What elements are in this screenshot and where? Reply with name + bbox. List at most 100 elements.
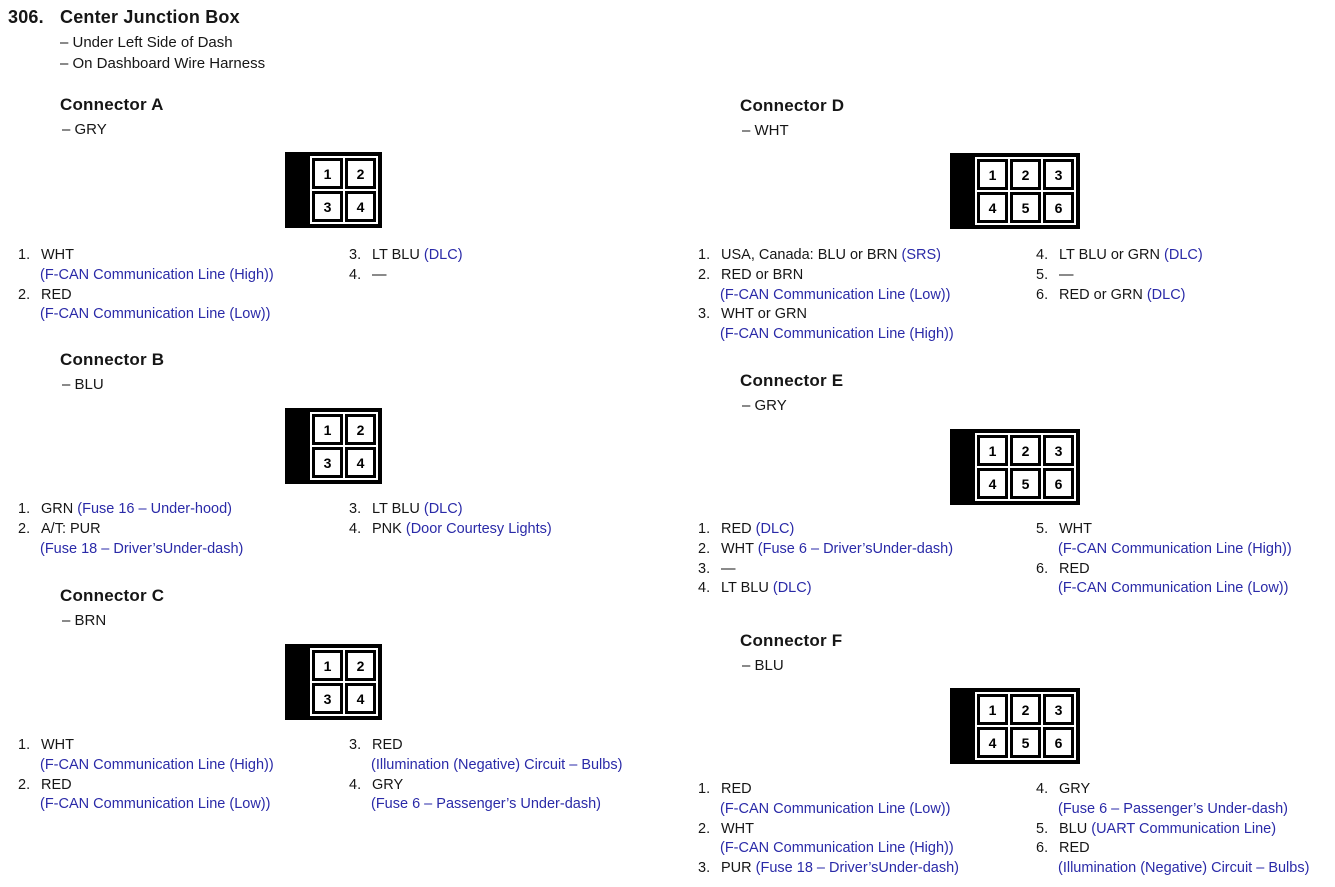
pin-item-c1: 1. WHT (F-CAN Communication Line (High)) <box>18 736 340 776</box>
pin-cell-3: 3 <box>1043 694 1074 725</box>
pin-list-a-right: 3.LT BLU (DLC)4. — <box>349 246 654 286</box>
pin-number: 3. <box>349 501 362 517</box>
pin-number: 4. <box>349 266 362 283</box>
connector-e-color-label: – GRY <box>742 397 787 414</box>
pin-function-note: (Fuse 6 – Passenger’s Under-dash) <box>371 796 601 813</box>
pin-wire-color: RED <box>1059 840 1090 857</box>
pin-item-e3: 3.— <box>698 560 1030 580</box>
pin-cell-4: 4 <box>345 191 376 222</box>
pin-function-note: (F-CAN Communication Line (Low)) <box>1058 580 1289 597</box>
connector-keyway-icon <box>954 433 975 501</box>
pin-number: 4. <box>1036 781 1049 797</box>
pin-wire-color: LT BLU or GRN <box>1059 247 1160 263</box>
pin-cell-3: 3 <box>1043 435 1074 466</box>
pin-wire-color: RED <box>372 737 403 753</box>
pin-item-d1: 1.USA, Canada: BLU or BRN (SRS) <box>698 246 1030 266</box>
pin-function-note: (Illumination (Negative) Circuit – Bulbs… <box>1058 860 1310 877</box>
pin-function-note: (Fuse 18 – Driver’sUnder-dash) <box>755 860 960 877</box>
pin-item-f4: 4. GRY (Fuse 6 – Passenger’s Under-dash) <box>1036 780 1334 820</box>
pin-item-f3: 3.PUR (Fuse 18 – Driver’sUnder-dash) <box>698 859 1030 879</box>
pin-number: 2. <box>18 776 31 793</box>
pin-cell-1: 1 <box>312 414 343 445</box>
pin-item-e4: 4.LT BLU (DLC) <box>698 579 1030 599</box>
pin-function-note: (F-CAN Communication Line (High)) <box>720 840 954 857</box>
pin-cell-3: 3 <box>312 447 343 478</box>
pin-item-e2: 2. WHT (Fuse 6 – Driver’sUnder-dash) <box>698 540 1030 560</box>
pin-list-f-right: 4. GRY (Fuse 6 – Passenger’s Under-dash) 5.… <box>1036 780 1334 879</box>
pin-wire-color: — <box>1059 266 1074 283</box>
pin-cell-6: 6 <box>1043 727 1074 758</box>
pin-wire-color: PNK <box>372 520 402 537</box>
pin-wire-color: RED <box>41 776 72 793</box>
pin-number: 1. <box>18 501 31 517</box>
pin-wire-color: — <box>721 560 736 577</box>
pin-list-c-right: 3. RED (Illumination (Negative) Circuit – … <box>349 736 654 815</box>
pin-cell-2: 2 <box>1010 159 1041 190</box>
pin-function-note: (Fuse 6 – Passenger’s Under-dash) <box>1058 800 1288 817</box>
pin-cell-6: 6 <box>1043 192 1074 223</box>
pin-item-a1: 1.WHT(F-CAN Communication Line (High)) <box>18 246 340 286</box>
pin-item-a3: 3.LT BLU (DLC) <box>349 246 654 266</box>
pin-cell-5: 5 <box>1010 727 1041 758</box>
pin-wire-color: WHT <box>41 737 75 753</box>
connector-f-title: Connector F <box>740 631 843 650</box>
pin-wire-color: RED or BRN <box>721 266 804 283</box>
pin-item-c4: 4.GRY(Fuse 6 – Passenger’s Under-dash) <box>349 776 654 816</box>
connector-keyway-icon <box>289 156 310 224</box>
pin-function-note: (F-CAN Communication Line (High)) <box>1058 540 1292 557</box>
pin-list-d-left: 1.USA, Canada: BLU or BRN (SRS)2.RED or … <box>698 246 1030 345</box>
pin-number: 6. <box>1036 840 1049 857</box>
pin-item-b3: 3.LT BLU (DLC) <box>349 500 654 520</box>
pin-wire-color: WHT or GRN <box>721 306 807 323</box>
pin-cell-4: 4 <box>345 447 376 478</box>
pin-function-note: (F-CAN Communication Line (Low)) <box>720 286 951 303</box>
connector-keyway-icon <box>954 157 975 225</box>
pin-function-note: (F-CAN Communication Line (High)) <box>40 756 274 773</box>
pin-cell-1: 1 <box>977 694 1008 725</box>
pin-cell-3: 3 <box>312 683 343 714</box>
pin-function-note: (DLC) <box>423 247 463 263</box>
pin-function-note: (Fuse 16 – Under-hood) <box>77 501 233 517</box>
pin-cell-4: 4 <box>977 727 1008 758</box>
pin-wire-color: LT BLU <box>372 247 420 263</box>
pin-item-f1: 1.RED(F-CAN Communication Line (Low)) <box>698 780 1030 820</box>
connector-keyway-icon <box>289 412 310 480</box>
pin-function-note: (Illumination (Negative) Circuit – Bulbs… <box>371 756 623 773</box>
pin-number: 6. <box>1036 286 1049 303</box>
pin-item-e1: 1.RED (DLC) <box>698 520 1030 540</box>
pin-function-note: (Fuse 6 – Driver’sUnder-dash) <box>757 540 954 557</box>
pin-function-note: (DLC) <box>772 580 812 597</box>
pin-wire-color: WHT <box>721 540 754 557</box>
pin-cell-3: 3 <box>312 191 343 222</box>
pin-wire-color: GRY <box>1059 781 1091 797</box>
pin-cell-4: 4 <box>977 468 1008 499</box>
pin-cell-1: 1 <box>977 159 1008 190</box>
pin-number: 2. <box>698 540 711 557</box>
pin-cell-1: 1 <box>312 158 343 189</box>
pin-number: 5. <box>1036 820 1049 837</box>
pin-number: 2. <box>698 820 711 837</box>
pin-list-d-right: 4.LT BLU or GRN (DLC)5.—6.RED or GRN (DL… <box>1036 246 1334 305</box>
pin-number: 1. <box>18 737 31 753</box>
pin-number: 3. <box>698 306 711 323</box>
pin-list-b-left: 1.GRN (Fuse 16 – Under-hood)2.A/T: PUR(F… <box>18 500 340 559</box>
pin-number: 3. <box>698 860 711 877</box>
pin-list-c-left: 1. WHT (F-CAN Communication Line (High)) 2.… <box>18 736 340 815</box>
pin-cell-2: 2 <box>1010 435 1041 466</box>
pin-number: 1. <box>698 781 711 797</box>
pin-wire-color: WHT <box>41 247 75 263</box>
pin-number: 3. <box>349 737 362 753</box>
pin-wire-color: — <box>372 266 387 283</box>
pin-item-d6: 6.RED or GRN (DLC) <box>1036 286 1334 306</box>
section-number: 306. <box>8 7 44 27</box>
pin-item-b2: 2.A/T: PUR(Fuse 18 – Driver’sUnder-dash) <box>18 520 340 560</box>
pin-function-note: (F-CAN Communication Line (Low)) <box>40 796 271 813</box>
pin-list-b-right: 3.LT BLU (DLC)4.PNK (Door Courtesy Light… <box>349 500 654 540</box>
